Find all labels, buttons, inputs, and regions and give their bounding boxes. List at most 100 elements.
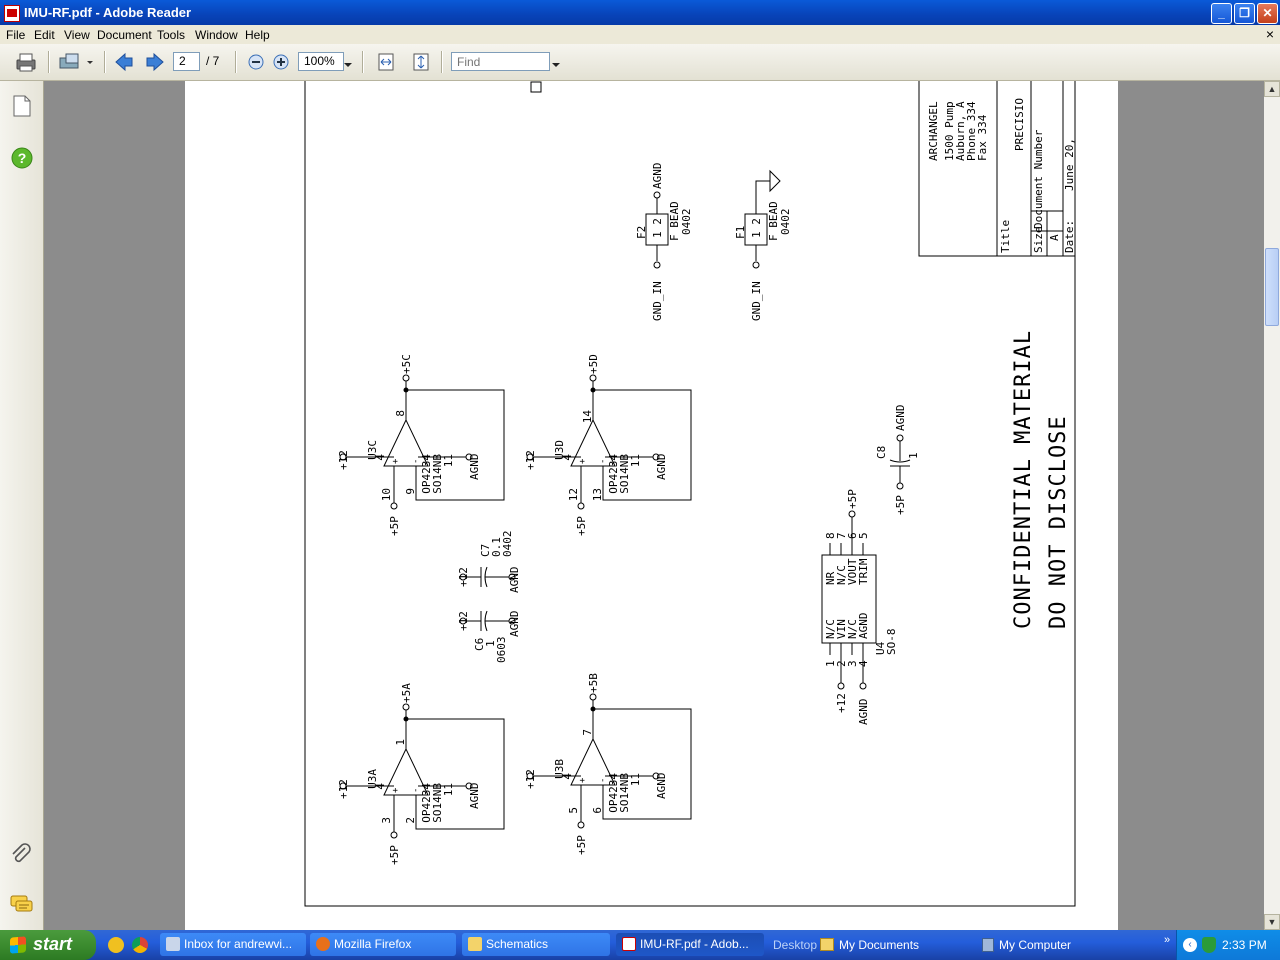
my-computer-link[interactable]: My Computer <box>999 938 1072 952</box>
c7-top-net: +12 <box>457 567 470 587</box>
ferrite-f1: F1 1 2 F BEAD 0402 GND_IN <box>734 169 792 321</box>
f2-pins: 1 2 <box>651 218 664 238</box>
attachments-button[interactable] <box>10 843 32 868</box>
zoom-out-button[interactable] <box>247 52 265 72</box>
scroll-thumb[interactable] <box>1265 248 1279 326</box>
previous-page-button[interactable] <box>114 52 134 72</box>
toolbar-separator <box>104 51 106 73</box>
c7-value: 0.1 <box>490 537 503 557</box>
opamp-supply-net: +12 <box>524 769 537 789</box>
task-adobe-reader-label: IMU-RF.pdf - Adob... <box>640 937 749 951</box>
f1-pins: 1 2 <box>750 218 763 238</box>
task-adobe-reader[interactable]: IMU-RF.pdf - Adob... <box>616 933 764 956</box>
zoom-level-select[interactable]: 100% <box>298 52 344 71</box>
media-player-icon[interactable] <box>108 937 124 953</box>
c8-bottom-net: AGND <box>894 405 907 432</box>
mail-icon <box>166 937 180 951</box>
find-options-button[interactable] <box>552 58 560 78</box>
toolbar-separator <box>48 51 50 73</box>
fit-page-button[interactable] <box>411 52 431 72</box>
opamp-pin-gnd: 11 <box>442 454 455 467</box>
arrow-left-icon <box>115 52 133 72</box>
menu-edit[interactable]: Edit <box>34 28 55 42</box>
menu-view[interactable]: View <box>64 28 90 42</box>
fit-width-button[interactable] <box>376 52 396 72</box>
desktop-toolbar-label[interactable]: Desktop <box>773 938 818 952</box>
restore-button[interactable]: ❐ <box>1234 3 1255 24</box>
company-phone: Phone 334 <box>965 101 978 161</box>
system-tray: ‹ 2:33 PM <box>1176 930 1280 960</box>
f2-value: F BEAD <box>668 201 681 241</box>
opamp-pin-b: 2 <box>404 817 417 824</box>
company-address-1: 1500 Pump <box>943 101 956 161</box>
clock[interactable]: 2:33 PM <box>1222 938 1267 952</box>
scroll-down-button[interactable]: ▼ <box>1264 914 1280 930</box>
tray-collapse-icon[interactable]: ‹ <box>1183 938 1197 952</box>
adobe-reader-icon <box>4 5 20 22</box>
opamp-pin-b: 6 <box>591 807 604 814</box>
page-number-input[interactable]: 2 <box>173 52 200 71</box>
close-button[interactable]: ✕ <box>1257 3 1278 24</box>
windows-logo-icon <box>10 936 26 954</box>
menu-help[interactable]: Help <box>245 28 270 42</box>
f2-in-net: GND_IN <box>651 281 664 321</box>
opamp-pin-out: 1 <box>394 739 407 746</box>
u4-pin-label: N/C <box>824 619 837 639</box>
task-firefox[interactable]: Mozilla Firefox <box>310 933 456 956</box>
help-panel-button[interactable]: ? <box>11 147 33 172</box>
f2-out-net: AGND <box>651 163 664 190</box>
capacitor-c8: +5P AGND C8 1 <box>875 405 920 516</box>
title-value: PRECISIO <box>1013 98 1026 151</box>
opamp-out-net: +5C <box>400 354 413 374</box>
menu-document[interactable]: Document <box>97 28 152 42</box>
arrow-right-icon <box>146 52 164 72</box>
print-button[interactable] <box>14 52 38 72</box>
zoom-dropdown-button[interactable] <box>344 58 352 78</box>
task-inbox[interactable]: Inbox for andrewvi... <box>160 933 306 956</box>
plus-sign: + <box>391 787 401 793</box>
my-documents-link[interactable]: My Documents <box>839 938 920 952</box>
fit-width-icon <box>378 53 394 71</box>
u4-pin-number: 8 <box>824 532 837 539</box>
security-shield-icon[interactable] <box>1202 937 1216 953</box>
chevron-right-icon[interactable]: » <box>1164 934 1171 946</box>
next-page-button[interactable] <box>145 52 165 72</box>
start-label: start <box>33 934 73 954</box>
opamp-in-net: +5P <box>388 516 401 536</box>
find-input[interactable] <box>451 52 550 71</box>
task-schematics[interactable]: Schematics <box>462 933 610 956</box>
menu-tools[interactable]: Tools <box>157 28 186 42</box>
menu-file[interactable]: File <box>6 28 26 42</box>
chrome-icon[interactable] <box>132 937 148 953</box>
f1-value: F BEAD <box>767 201 780 241</box>
email-icon <box>59 53 93 69</box>
menu-window[interactable]: Window <box>195 28 238 42</box>
opamp-pin-out: 14 <box>581 410 594 424</box>
email-button[interactable] <box>58 52 94 72</box>
scroll-up-button[interactable]: ▲ <box>1264 81 1280 97</box>
schematic-drawing: ARCHANGEL 1500 Pump Auburn, A Phone 334 … <box>304 81 1076 907</box>
minimize-button[interactable]: _ <box>1211 3 1232 24</box>
company-name: ARCHANGEL <box>927 101 940 161</box>
title-bar[interactable]: IMU-RF.pdf - Adobe Reader _ ❐ ✕ <box>0 0 1280 25</box>
comments-button[interactable] <box>10 893 34 918</box>
plus-sign: + <box>578 777 588 783</box>
zoom-in-button[interactable] <box>272 52 290 72</box>
date-label: Date: <box>1063 220 1076 253</box>
vertical-scrollbar[interactable]: ▲ ▼ <box>1264 81 1280 930</box>
f2-ref: F2 <box>635 226 648 239</box>
opamp-pkg: SO14NB <box>431 783 444 823</box>
opamp-pin-a: 12 <box>567 488 580 501</box>
opamp-gnd-net: AGND <box>468 454 481 481</box>
pages-panel-button[interactable] <box>12 95 32 120</box>
u4-pin-label: N/C <box>835 565 848 585</box>
u4-pkg: SO-8 <box>885 629 898 656</box>
start-button[interactable]: start <box>0 930 96 960</box>
company-fax: Fax 334 <box>976 114 989 161</box>
document-view[interactable]: ARCHANGEL 1500 Pump Auburn, A Phone 334 … <box>44 81 1264 930</box>
opamp-pin-out: 7 <box>581 729 594 736</box>
opamp-supply-net: +12 <box>524 450 537 470</box>
document-close-button[interactable]: × <box>1265 26 1274 42</box>
plus-sign: + <box>578 458 588 464</box>
